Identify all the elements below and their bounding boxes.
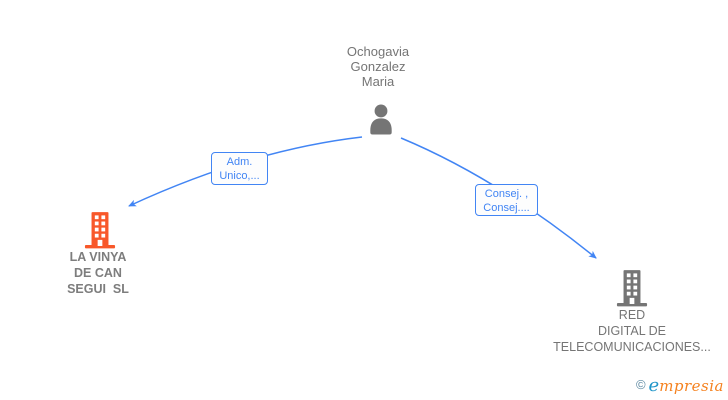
edge-label-adm-unico[interactable]: Adm. Unico,...	[211, 152, 268, 185]
edge-label-line: Adm.	[226, 156, 253, 168]
company-name-line: SEGUI SL	[67, 282, 129, 296]
company-name-line: DE CAN	[74, 266, 122, 280]
company-name-line: DIGITAL DE	[597, 324, 667, 338]
company-node-red-digital[interactable]: RED DIGITAL DE TELECOMUNICACIONES...	[532, 307, 728, 355]
building-icon-la-vinya[interactable]	[84, 211, 116, 249]
empresia-logo[interactable]: ©empresia	[636, 375, 724, 396]
edge-label-line: Consej....	[483, 202, 530, 214]
person-name-line: Ochogavia	[346, 44, 410, 59]
person-name-line: Maria	[361, 74, 395, 89]
company-node-la-vinya[interactable]: LA VINYA DE CAN SEGUI SL	[18, 249, 178, 297]
company-name-line: RED	[618, 308, 646, 322]
person-node-name[interactable]: Ochogavia Gonzalez Maria	[298, 44, 458, 89]
edge-label-line: Consej. ,	[484, 188, 529, 200]
company-name-line: TELECOMUNICACIONES...	[553, 340, 711, 354]
company-name-line: LA VINYA	[69, 250, 127, 264]
edge-label-line: Unico,...	[219, 170, 260, 182]
logo-letter-e: e	[648, 375, 660, 396]
person-icon[interactable]	[368, 104, 394, 135]
building-icon-red-digital[interactable]	[616, 269, 648, 307]
person-name-line: Gonzalez	[350, 59, 406, 74]
edge-label-consej[interactable]: Consej. , Consej....	[475, 184, 538, 216]
copyright-icon: ©	[635, 377, 646, 392]
logo-text: mpresia	[659, 377, 724, 395]
